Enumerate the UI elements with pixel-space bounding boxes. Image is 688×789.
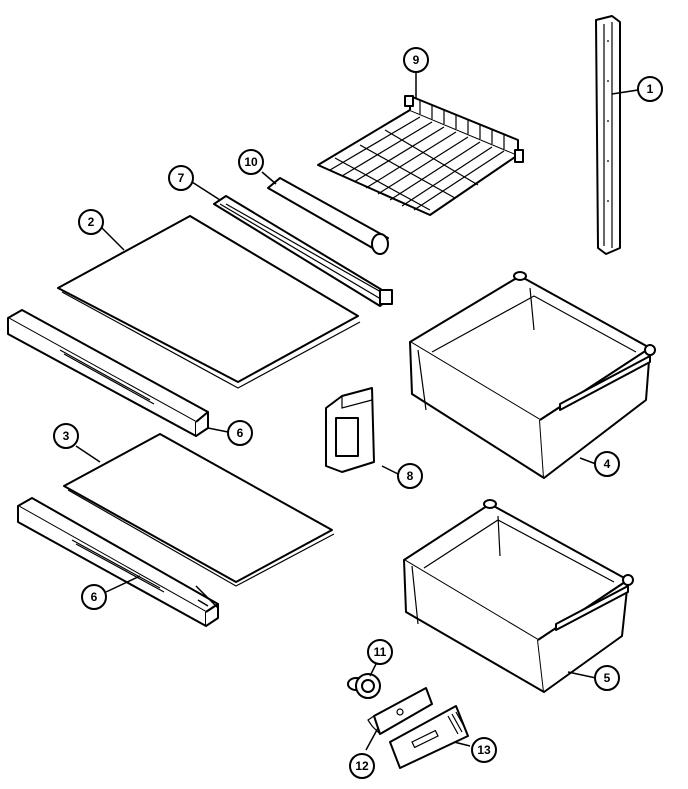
part-1-shelf-rail: [595, 15, 621, 255]
part-9-wire-shelf: [317, 95, 524, 216]
part-2-glass-shelf: [57, 215, 361, 389]
callout-4-label: 4: [604, 457, 611, 471]
callout-5-label: 5: [604, 671, 611, 685]
callout-8: 8: [397, 463, 423, 489]
callout-1: 1: [637, 76, 663, 102]
callout-4: 4: [594, 451, 620, 477]
part-10-roller: [267, 177, 389, 255]
callout-6-upper: 6: [227, 420, 253, 446]
callout-2-label: 2: [88, 215, 95, 229]
callout-6-lower: 6: [81, 584, 107, 610]
callout-12: 12: [349, 753, 375, 779]
callout-9-label: 9: [413, 53, 420, 67]
callout-10-label: 10: [244, 155, 258, 169]
part-8-cover: [325, 387, 375, 473]
callout-6-upper-label: 6: [237, 426, 244, 440]
callout-5: 5: [594, 665, 620, 691]
part-4-crisper-drawer: [409, 271, 656, 479]
callout-11: 11: [367, 639, 393, 665]
callout-3-label: 3: [63, 429, 70, 443]
callout-12-label: 12: [355, 759, 369, 773]
callout-3: 3: [53, 423, 79, 449]
leader-lines: [75, 72, 639, 751]
part-6-front-trim-upper: [7, 309, 209, 437]
callout-1-label: 1: [647, 82, 654, 96]
callout-7-label: 7: [178, 171, 185, 185]
callout-2: 2: [78, 209, 104, 235]
callout-9: 9: [403, 47, 429, 73]
callout-11-label: 11: [374, 645, 387, 659]
part-11-knob: [347, 673, 381, 699]
callout-7: 7: [168, 165, 194, 191]
part-6-front-trim-lower: [17, 497, 219, 627]
callout-10: 10: [238, 149, 264, 175]
part-5-crisper-drawer: [403, 499, 634, 693]
part-3-glass-shelf: [63, 433, 335, 587]
callout-8-label: 8: [407, 469, 414, 483]
callout-13-label: 13: [477, 743, 491, 757]
part-7-trim-strip: [213, 195, 393, 307]
part-13-control-panel: [389, 705, 469, 769]
callout-13: 13: [471, 737, 497, 763]
callout-6-lower-label: 6: [91, 590, 98, 604]
